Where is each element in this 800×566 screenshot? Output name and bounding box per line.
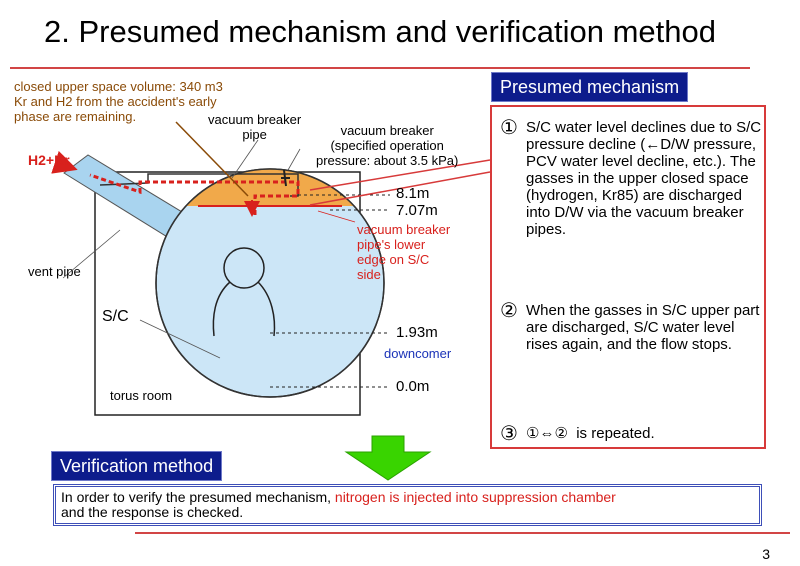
vacuum-breaker-valve-icon <box>281 169 290 187</box>
vent-header-circle <box>223 247 265 289</box>
gas-flow-arrowhead <box>51 150 78 174</box>
callout-line-upper <box>309 159 491 191</box>
vacuum-breaker-pipe-label: vacuum breaker pipe <box>208 112 302 142</box>
verification-header: Verification method <box>51 451 223 481</box>
callout-line-lower <box>309 171 491 206</box>
downcomer-right <box>257 281 276 337</box>
page-number: 3 <box>762 546 770 562</box>
bottom-divider <box>135 532 790 534</box>
mechanism-box: ① S/C water level declines due to S/C pr… <box>490 105 766 449</box>
vacuum-breaker-label: vacuum breaker (specified operation pres… <box>316 123 459 168</box>
page-title: 2. Presumed mechanism and verification m… <box>44 14 716 49</box>
level-label-7-07: 7.07m <box>396 202 438 219</box>
mechanism-header: Presumed mechanism <box>491 72 689 102</box>
verification-text: In order to verify the presumed mechanis… <box>61 489 616 520</box>
lower-edge-label: vacuum breaker pipe's lower edge on S/C … <box>357 222 451 282</box>
gas-label: H2+Kr <box>28 152 70 168</box>
downcomer-label: downcomer <box>384 346 452 361</box>
vent-pipe-label: vent pipe <box>28 264 81 279</box>
gas-flow-path <box>89 173 300 215</box>
level-label-0-0: 0.0m <box>396 378 430 395</box>
closed-space-note: closed upper space volume: 340 m3 Kr and… <box>14 79 223 124</box>
sc-label: S/C <box>102 308 129 325</box>
verification-box: In order to verify the presumed mechanis… <box>53 484 762 526</box>
down-arrow-icon <box>344 435 432 481</box>
title-divider <box>10 67 750 69</box>
downcomer-left <box>212 281 231 337</box>
level-label-1-93: 1.93m <box>396 324 438 341</box>
note-pointer <box>175 121 249 197</box>
level-label-8-1: 8.1m <box>396 185 430 202</box>
torus-room-label: torus room <box>110 388 173 403</box>
